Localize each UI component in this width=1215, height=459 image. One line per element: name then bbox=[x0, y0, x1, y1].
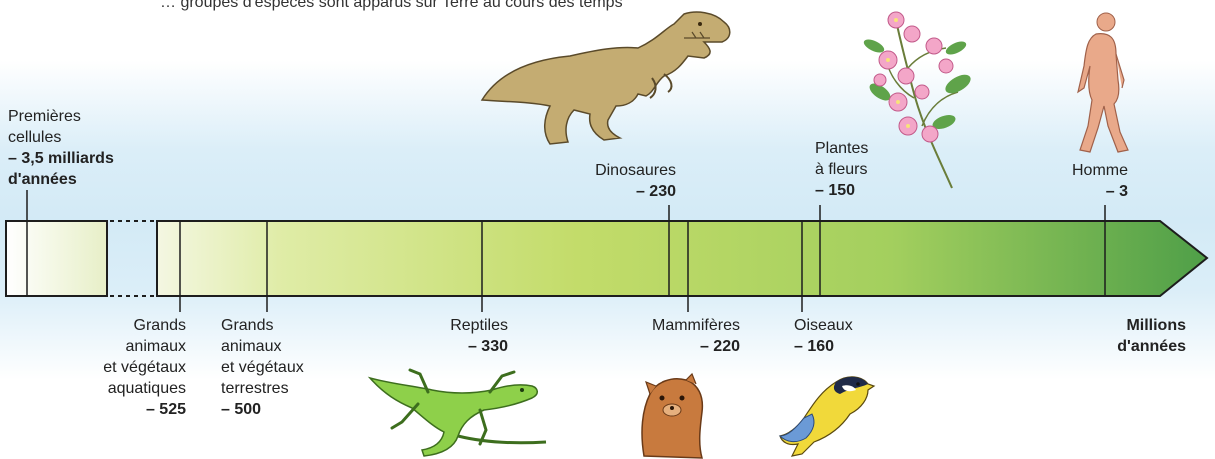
flowering-plants-line1: Plantes bbox=[815, 138, 868, 159]
first-cells-line1: Premières bbox=[8, 106, 114, 127]
human-name: Homme bbox=[1060, 160, 1128, 181]
dinosaurs-name: Dinosaures bbox=[580, 160, 676, 181]
label-aquatic: Grands animaux et végétaux aquatiques – … bbox=[80, 315, 186, 420]
terrestrial-value: – 500 bbox=[221, 399, 304, 420]
flowering-plants-value: – 150 bbox=[815, 180, 868, 201]
terrestrial-line4: terrestres bbox=[221, 378, 304, 399]
label-flowering-plants: Plantes à fleurs – 150 bbox=[815, 138, 868, 201]
terrestrial-line3: et végétaux bbox=[221, 357, 304, 378]
label-birds: Oiseaux – 160 bbox=[794, 315, 853, 357]
tyrannosaurus-icon bbox=[478, 2, 740, 150]
timeline-arrow bbox=[157, 221, 1207, 296]
label-terrestrial: Grands animaux et végétaux terrestres – … bbox=[221, 315, 304, 420]
mammals-name: Mammifères bbox=[630, 315, 740, 336]
terrestrial-line1: Grands bbox=[221, 315, 304, 336]
label-reptiles: Reptiles – 330 bbox=[420, 315, 508, 357]
timeline-unit-line2: d'années bbox=[1090, 336, 1186, 357]
flowering-plants-line2: à fleurs bbox=[815, 159, 868, 180]
aquatic-value: – 525 bbox=[80, 399, 186, 420]
first-cells-value1: – 3,5 milliards bbox=[8, 148, 114, 169]
aquatic-line2: animaux bbox=[80, 336, 186, 357]
aquatic-line4: aquatiques bbox=[80, 378, 186, 399]
human-value: – 3 bbox=[1060, 181, 1128, 202]
label-first-cells: Premières cellules – 3,5 milliards d'ann… bbox=[8, 106, 114, 190]
aquatic-line1: Grands bbox=[80, 315, 186, 336]
reptiles-value: – 330 bbox=[420, 336, 508, 357]
label-human: Homme – 3 bbox=[1060, 160, 1128, 202]
first-cells-line2: cellules bbox=[8, 127, 114, 148]
timeline-segment-early bbox=[6, 221, 107, 296]
human-icon bbox=[1062, 8, 1146, 158]
mammals-value: – 220 bbox=[630, 336, 740, 357]
flower-branch-icon bbox=[860, 6, 976, 192]
birds-name: Oiseaux bbox=[794, 315, 853, 336]
first-cells-value2: d'années bbox=[8, 169, 114, 190]
dinosaurs-value: – 230 bbox=[580, 181, 676, 202]
lizard-icon bbox=[362, 364, 548, 459]
terrestrial-line2: animaux bbox=[221, 336, 304, 357]
reptiles-name: Reptiles bbox=[420, 315, 508, 336]
rodent-icon bbox=[636, 372, 710, 459]
aquatic-line3: et végétaux bbox=[80, 357, 186, 378]
label-mammals: Mammifères – 220 bbox=[630, 315, 740, 357]
birds-value: – 160 bbox=[794, 336, 853, 357]
bird-icon bbox=[776, 364, 876, 459]
label-timeline-unit: Millions d'années bbox=[1090, 315, 1186, 357]
timeline-unit-line1: Millions bbox=[1090, 315, 1186, 336]
label-dinosaurs: Dinosaures – 230 bbox=[580, 160, 676, 202]
